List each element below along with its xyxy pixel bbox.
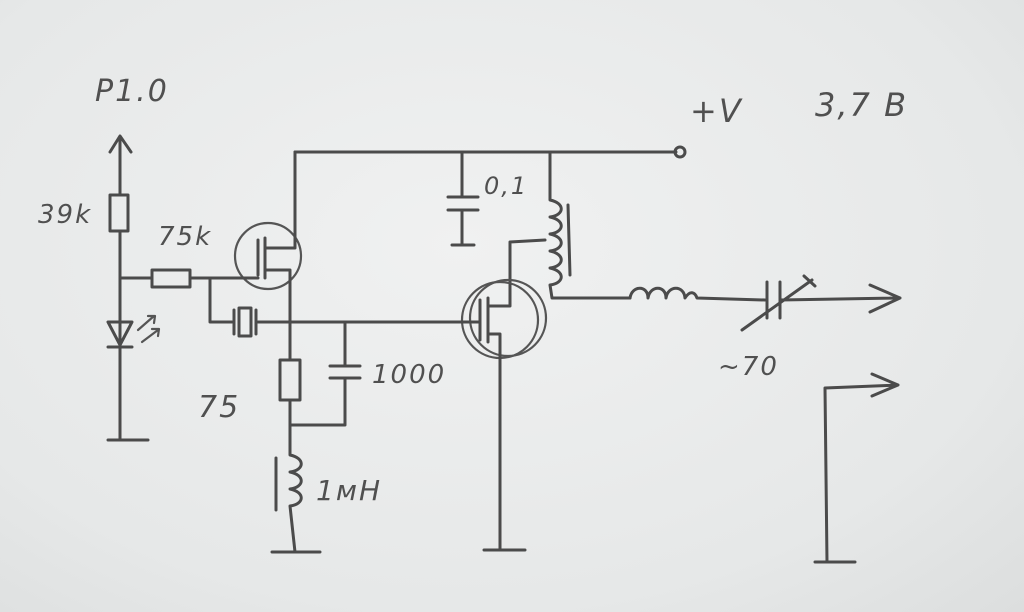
resistor-75: [278, 358, 302, 402]
label-c2: 1000: [372, 360, 447, 390]
mosfet-2: [460, 278, 548, 552]
port-arrow: [108, 134, 133, 197]
label-supply: +V: [690, 92, 743, 130]
left-branch-wire: [106, 229, 150, 442]
resistor-75k: [150, 268, 192, 289]
label-r3: 75: [198, 390, 241, 425]
supply-terminal[interactable]: [673, 145, 687, 159]
output-inductor: [628, 286, 767, 302]
capacitor-0-1: [446, 150, 480, 247]
label-r2: 75k: [158, 222, 213, 252]
label-r1: 39k: [38, 200, 93, 230]
crystal: [232, 306, 258, 338]
label-l1: 1мН: [316, 474, 382, 507]
crystal-wire: [208, 276, 292, 324]
output-arrow: [778, 283, 902, 314]
transformer-primary: [548, 150, 632, 300]
trimmer-capacitor[interactable]: [740, 274, 817, 332]
ground-output-arrow: [813, 372, 900, 564]
label-trimmer: ~70: [718, 352, 779, 382]
capacitor-1000: [328, 364, 362, 380]
label-c1: 0,1: [484, 172, 529, 200]
drain2-wire: [508, 238, 547, 287]
mosfet-1: [233, 150, 303, 324]
label-port: P1.0: [95, 74, 169, 109]
transformer-core: [566, 203, 572, 277]
source-network-wire: [288, 320, 347, 427]
resistor-39k: [108, 193, 130, 233]
led-diode: [106, 314, 161, 349]
label-supply-value: 3,7 B: [815, 86, 909, 124]
inductor-1mh: [270, 423, 322, 554]
